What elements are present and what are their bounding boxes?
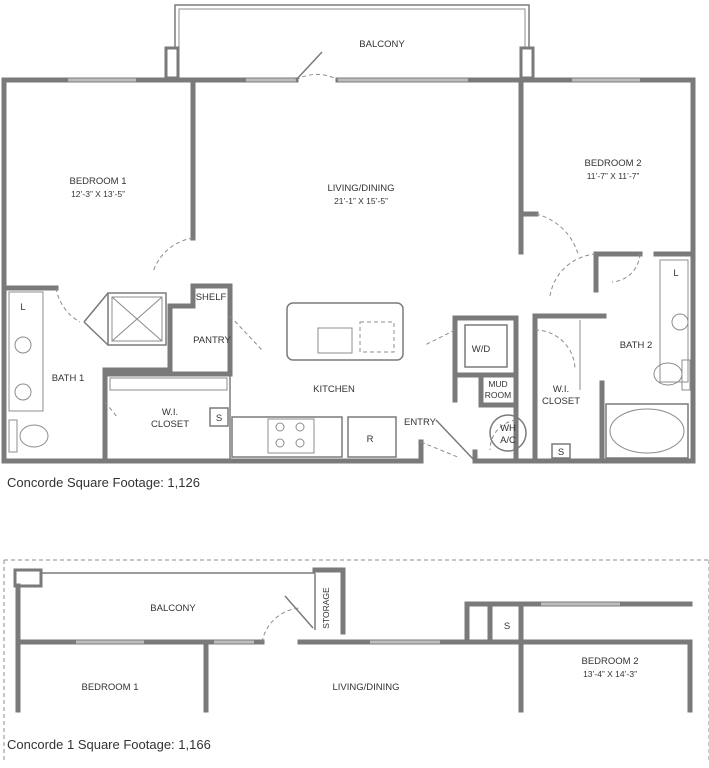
bedroom1-2-label: BEDROOM 1 [81, 682, 138, 693]
plan2-caption: Concorde 1 Square Footage: 1,166 [7, 737, 211, 752]
shelf-label: SHELF [196, 292, 227, 303]
bedroom2-2-dimensions: 13’-4” X 14’-3” [583, 669, 637, 679]
pantry-label: PANTRY [193, 335, 231, 346]
living-dining-dimensions: 21’-1” X 15’-5” [334, 196, 388, 206]
linen-label-1: L [20, 302, 25, 313]
shelf-s3-label: S [504, 621, 510, 632]
bedroom1-dimensions: 12’-3” X 13’-5” [71, 189, 125, 199]
storage-label: STORAGE [321, 587, 331, 629]
plan2-labels: BALCONY STORAGE BEDROOM 1 LIVING/DINING … [81, 587, 638, 693]
bath1-label: BATH 1 [52, 373, 85, 384]
mud-room-line1: MUD [488, 379, 507, 389]
bedroom1-label: BEDROOM 1 [69, 176, 126, 187]
ac-label: A/C [500, 435, 516, 446]
plan1-labels: BALCONY BEDROOM 1 12’-3” X 13’-5” LIVING… [20, 39, 678, 458]
living-dining-label: LIVING/DINING [327, 183, 394, 194]
wi-closet2-line2: CLOSET [542, 396, 580, 407]
plan2-windows [76, 602, 620, 644]
mud-room-line2: ROOM [485, 390, 511, 400]
wi-closet1-line2: CLOSET [151, 419, 189, 430]
plan1-fixtures [8, 51, 691, 461]
bedroom2-dimensions: 11’-7” X 11’-7” [587, 171, 640, 181]
shelf-s2-label: S [558, 447, 564, 458]
linen-label-2: L [673, 268, 678, 279]
kitchen-label: KITCHEN [313, 384, 355, 395]
wi-closet2-line1: W.I. [553, 384, 569, 395]
plan1-walls [1, 4, 696, 464]
wi-closet1-line1: W.I. [162, 407, 178, 418]
bedroom2-label: BEDROOM 2 [584, 158, 641, 169]
refrigerator-label: R [367, 434, 374, 445]
living-dining-2-label: LIVING/DINING [332, 682, 399, 693]
bath2-label: BATH 2 [620, 340, 653, 351]
washer-dryer-label: W/D [472, 344, 491, 355]
bedroom2-2-label: BEDROOM 2 [581, 656, 638, 667]
entry-label: ENTRY [404, 417, 437, 428]
balcony2-label: BALCONY [150, 603, 196, 614]
plan1-caption: Concorde Square Footage: 1,126 [7, 475, 200, 490]
shelf-s-label: S [216, 413, 222, 424]
wh-label: WH [500, 423, 516, 434]
balcony-label: BALCONY [359, 39, 405, 50]
